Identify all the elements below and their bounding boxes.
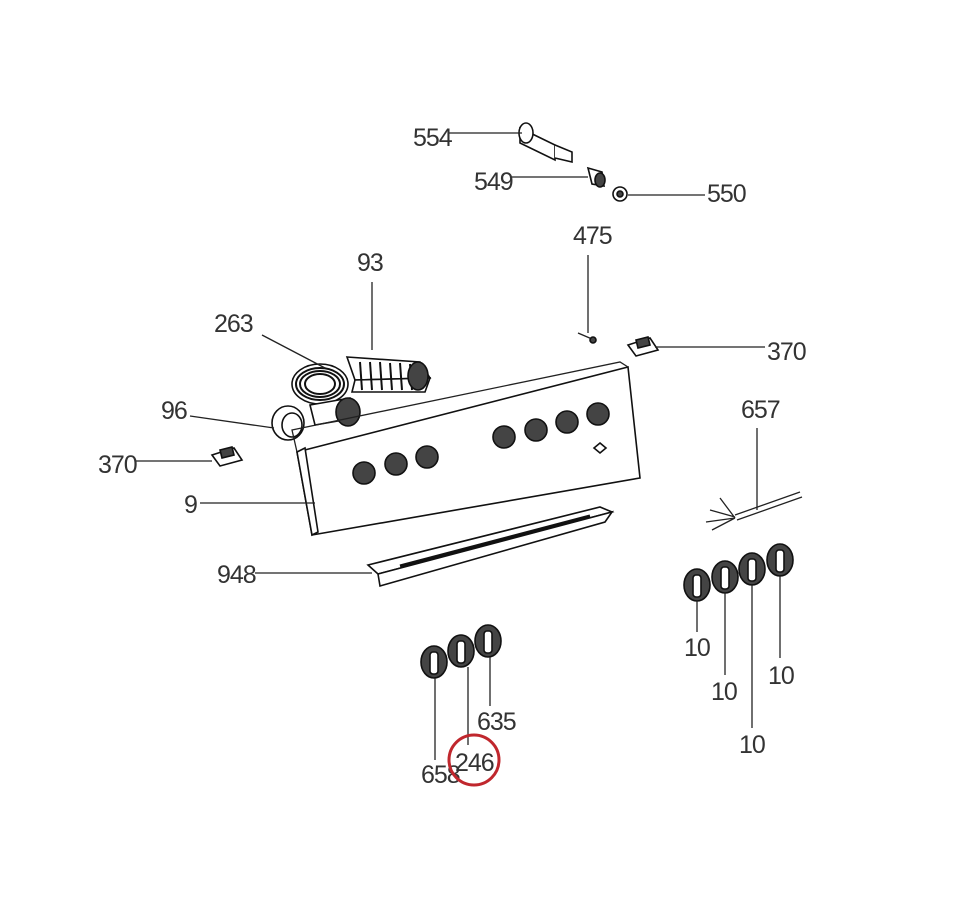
label-96: 96 bbox=[161, 397, 187, 425]
part-93-terminal-block bbox=[345, 356, 432, 393]
label-948: 948 bbox=[217, 561, 256, 589]
part-550-washer bbox=[612, 186, 628, 202]
label-10-a: 10 bbox=[684, 634, 710, 662]
label-657: 657 bbox=[741, 396, 780, 424]
label-370-right: 370 bbox=[767, 338, 806, 366]
label-550: 550 bbox=[707, 180, 746, 208]
part-370-left-clip bbox=[210, 446, 244, 467]
label-263: 263 bbox=[214, 310, 253, 338]
label-10-d: 10 bbox=[768, 662, 794, 690]
knobs-10-group bbox=[683, 543, 794, 602]
label-475: 475 bbox=[573, 222, 612, 250]
label-549: 549 bbox=[474, 168, 513, 196]
part-475-screw bbox=[577, 332, 597, 344]
highlight-circle bbox=[447, 733, 501, 787]
part-948-trim-strip bbox=[366, 506, 615, 588]
leader-263 bbox=[261, 334, 326, 369]
label-10-c: 10 bbox=[739, 731, 765, 759]
part-9-control-panel bbox=[291, 361, 641, 537]
label-246[interactable]: 246 bbox=[455, 749, 495, 777]
label-93: 93 bbox=[357, 249, 383, 277]
knobs-bottom-group bbox=[420, 624, 502, 679]
label-9: 9 bbox=[184, 491, 197, 519]
part-370-right-clip bbox=[626, 336, 660, 357]
label-370-left: 370 bbox=[98, 451, 137, 479]
part-657-wire-harness bbox=[705, 491, 803, 531]
label-554: 554 bbox=[413, 124, 453, 152]
part-554-cylinder bbox=[518, 122, 573, 164]
part-96-ring bbox=[271, 405, 305, 441]
part-549-sleeve bbox=[586, 166, 606, 188]
label-635: 635 bbox=[477, 708, 516, 736]
label-10-b: 10 bbox=[711, 678, 737, 706]
leader-96 bbox=[189, 415, 275, 429]
